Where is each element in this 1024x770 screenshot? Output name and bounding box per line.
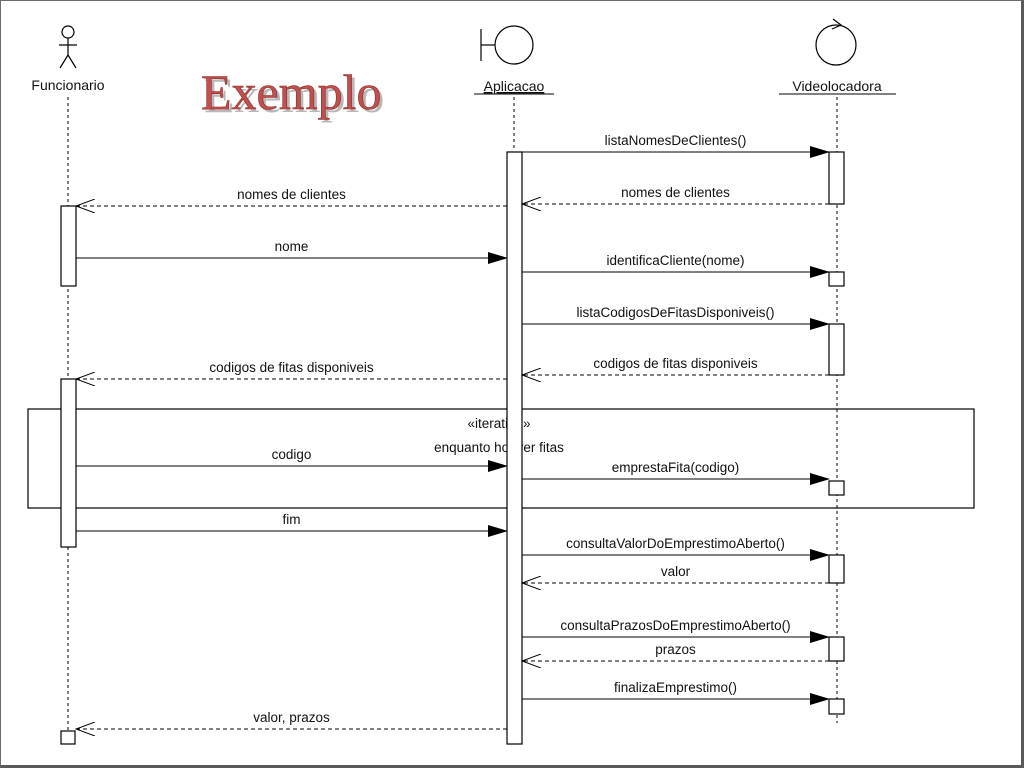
message-13: valor [522, 564, 829, 583]
participant-label-videolocadora: Videolocadora [792, 78, 881, 94]
activation-funcionario-3 [60, 730, 76, 745]
message-3: nomes de clientes [76, 187, 507, 206]
message-label: identificaCliente(nome) [606, 253, 744, 268]
message-label: emprestaFita(codigo) [612, 460, 740, 475]
message-label: consultaPrazosDoEmprestimoAberto() [560, 618, 790, 633]
actor-stick-figure-icon [59, 25, 77, 69]
activation-bars [60, 151, 845, 745]
slide-title: Exemplo Exemplo [201, 64, 385, 123]
messages: listaNomesDeClientes() nomes de clientes n… [76, 133, 830, 729]
message-15: prazos [522, 642, 829, 661]
message-1: listaNomesDeClientes() [522, 133, 830, 158]
activation-funcionario-2 [60, 378, 77, 548]
activation-videolocadora-3 [828, 323, 845, 376]
iteration-frame-box [27, 408, 975, 509]
control-object-icon [815, 18, 857, 66]
participant-label-aplicacao: Aplicacao [484, 78, 545, 94]
slide-title-shadow: Exemplo [204, 67, 385, 123]
message-11: fim [76, 512, 508, 537]
message-7: codigos de fitas disponiveis [522, 356, 829, 375]
participant-aplicacao: Aplicacao [474, 25, 554, 151]
message-label: nomes de clientes [621, 185, 730, 200]
message-label: prazos [655, 642, 696, 657]
participant-funcionario: Funcionario [31, 25, 105, 731]
message-5: identificaCliente(nome) [522, 253, 830, 278]
message-14: consultaPrazosDoEmprestimoAberto() [522, 618, 830, 643]
message-label: codigo [272, 447, 312, 462]
message-4: nome [76, 239, 508, 264]
slide-title-text: Exemplo [201, 64, 382, 120]
message-9: codigo [76, 447, 508, 472]
activation-funcionario-1 [60, 205, 77, 287]
activation-videolocadora-4 [828, 480, 845, 496]
message-label: fim [283, 512, 301, 527]
message-label: valor [661, 564, 691, 579]
message-label: nome [275, 239, 309, 254]
message-2: nomes de clientes [522, 185, 829, 204]
message-label: codigos de fitas disponiveis [209, 360, 374, 375]
activation-videolocadora-6 [828, 636, 845, 662]
message-label: finalizaEmprestimo() [614, 680, 737, 695]
message-label: nomes de clientes [237, 187, 346, 202]
boundary-object-icon [480, 25, 534, 65]
message-12: consultaValorDoEmprestimoAberto() [522, 536, 830, 561]
message-label: codigos de fitas disponiveis [593, 356, 758, 371]
activation-videolocadora-1 [828, 151, 845, 205]
message-label: listaNomesDeClientes() [605, 133, 747, 148]
activation-videolocadora-5 [828, 554, 845, 584]
message-16: finalizaEmprestimo() [522, 680, 830, 705]
iteration-condition: enquanto houver fitas [434, 440, 564, 455]
message-label: valor, prazos [253, 710, 330, 725]
activation-videolocadora-7 [828, 698, 845, 715]
participant-label-funcionario: Funcionario [31, 77, 104, 93]
message-8: codigos de fitas disponiveis [76, 360, 507, 379]
message-17: valor, prazos [76, 710, 507, 729]
message-label: listaCodigosDeFitasDisponiveis() [576, 305, 774, 320]
activation-videolocadora-2 [828, 271, 845, 287]
message-10: emprestaFita(codigo) [522, 460, 830, 485]
activation-aplicacao [506, 151, 523, 745]
message-label: consultaValorDoEmprestimoAberto() [566, 536, 785, 551]
message-6: listaCodigosDeFitasDisponiveis() [522, 305, 830, 330]
